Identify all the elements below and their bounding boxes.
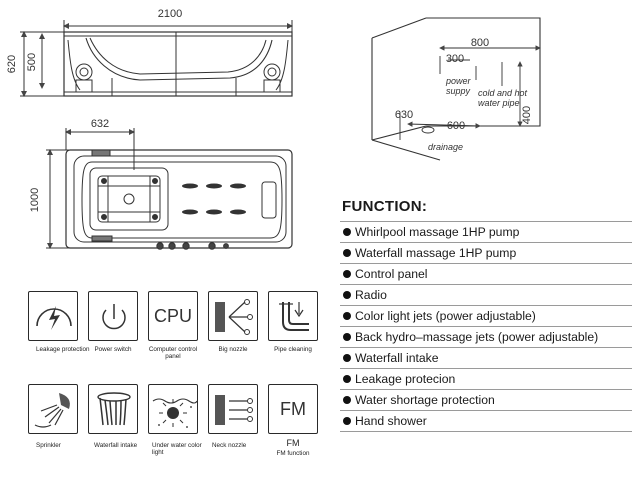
installation-view xyxy=(371,17,541,161)
power-switch-icon xyxy=(88,291,138,341)
bullet-icon xyxy=(343,396,351,404)
icon-label: Pipe cleaning xyxy=(274,346,312,353)
fm-icon: FM xyxy=(268,384,318,434)
icon-label: Computer control panel xyxy=(148,346,198,360)
function-item-text: Back hydro–massage jets (power adjustabl… xyxy=(355,330,599,344)
bullet-icon xyxy=(343,333,351,341)
height-inner-label: 500 xyxy=(26,53,38,71)
icon-label: Big nozzle xyxy=(218,346,248,353)
bullet-icon xyxy=(343,249,351,257)
bullet-icon xyxy=(343,312,351,320)
icon-label: Under water color light xyxy=(152,442,202,456)
install-800-label: 800 xyxy=(471,37,489,49)
function-item: Control panel xyxy=(340,264,632,285)
underwater-light-icon xyxy=(148,384,198,434)
function-item: Color light jets (power adjustable) xyxy=(340,306,632,327)
bullet-icon xyxy=(343,417,351,425)
bullet-icon xyxy=(343,354,351,362)
function-item-text: Whirlpool massage 1HP pump xyxy=(355,225,520,239)
bullet-icon xyxy=(343,375,351,383)
install-630-label: 630 xyxy=(395,109,413,121)
function-item-text: Waterfall intake xyxy=(355,351,439,365)
function-item: Water shortage protection xyxy=(340,390,632,411)
function-item-text: Leakage protecion xyxy=(355,372,456,386)
offset-label: 632 xyxy=(91,118,109,130)
icon-label: Neck nozzle xyxy=(212,442,247,449)
function-item: Hand shower xyxy=(340,411,632,432)
function-item: Waterfall massage 1HP pump xyxy=(340,243,632,264)
function-item-text: Radio xyxy=(355,288,387,302)
leakage-protection-icon xyxy=(28,291,78,341)
bullet-icon xyxy=(343,291,351,299)
neck-nozzle-icon xyxy=(208,384,258,434)
icon-label: Sprinkler xyxy=(36,442,61,449)
fm-caption: FM xyxy=(286,438,300,448)
function-item: Waterfall intake xyxy=(340,348,632,369)
icon-label: Waterfall intake xyxy=(94,442,138,449)
plan-view xyxy=(46,128,293,250)
icon-label: Leakage protection xyxy=(36,346,90,353)
width-label: 1000 xyxy=(29,188,41,212)
cpu-text: CPU xyxy=(153,305,192,326)
big-nozzle-icon xyxy=(208,291,258,341)
function-item-text: Hand shower xyxy=(355,414,427,428)
function-item-text: Color light jets (power adjustable) xyxy=(355,309,536,323)
function-item-text: Control panel xyxy=(355,267,428,281)
install-300-label: 300 xyxy=(446,53,464,65)
height-total-label: 620 xyxy=(6,55,18,73)
function-title: FUNCTION: xyxy=(342,198,428,215)
function-item: Back hydro–massage jets (power adjustabl… xyxy=(340,327,632,348)
fm-text: FM xyxy=(280,398,306,419)
sprinkler-icon xyxy=(28,384,78,434)
function-item-text: Waterfall massage 1HP pump xyxy=(355,246,517,260)
waterfall-intake-icon xyxy=(88,384,138,434)
function-item: Leakage protecion xyxy=(340,369,632,390)
drainage-label: drainage xyxy=(428,142,463,152)
icon-label: Power switch xyxy=(94,346,132,353)
function-item: Whirlpool massage 1HP pump xyxy=(340,221,632,243)
cpu-icon: CPU xyxy=(148,291,198,341)
function-list: Whirlpool massage 1HP pump Waterfall mas… xyxy=(340,221,632,432)
icon-label: FM function xyxy=(276,450,310,457)
bullet-icon xyxy=(343,228,351,236)
function-item-text: Water shortage protection xyxy=(355,393,495,407)
install-400-label: 400 xyxy=(521,106,533,124)
pipe-cleaning-icon xyxy=(268,291,318,341)
length-label: 2100 xyxy=(158,8,182,20)
function-item: Radio xyxy=(340,285,632,306)
install-600-label: 600 xyxy=(447,120,465,132)
side-elevation xyxy=(20,20,293,97)
bullet-icon xyxy=(343,270,351,278)
